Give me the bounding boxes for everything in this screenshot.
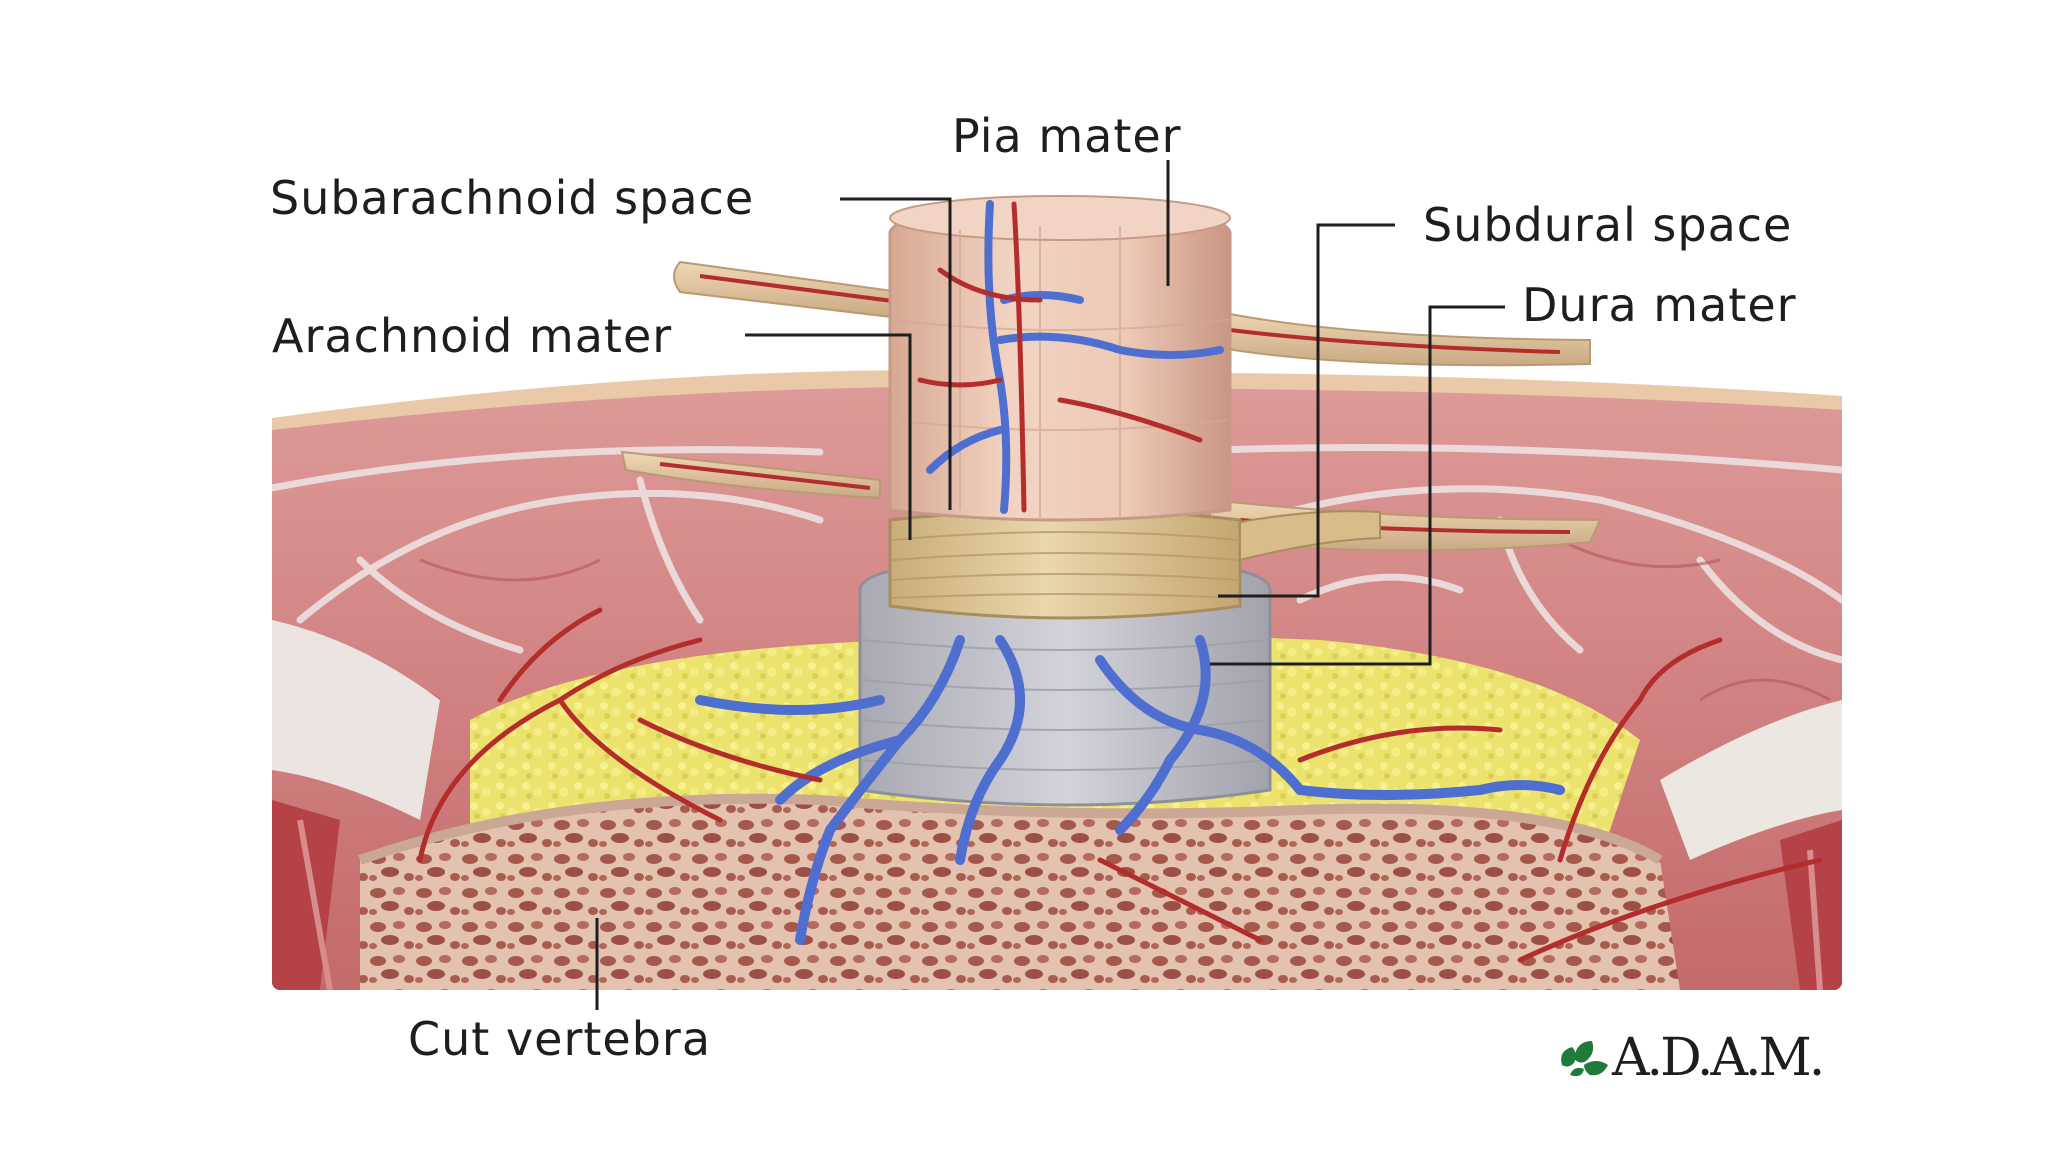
tendon-right (1660, 700, 1842, 990)
leader-arachnoid-mater (745, 333, 912, 540)
spinal-cord (888, 195, 1232, 522)
label-arachnoid-mater: Arachnoid mater (272, 309, 673, 363)
label-subdural-space: Subdural space (1423, 198, 1793, 252)
epidural-veins (695, 635, 1565, 945)
leader-lines (595, 160, 1505, 1010)
label-subarachnoid-space: Subarachnoid space (270, 171, 755, 225)
epidural-arteries (637, 717, 1503, 943)
dura-band (888, 508, 1381, 620)
leader-dura-mater (1210, 305, 1505, 666)
adam-logo: A.D.A.M. (1556, 1028, 1825, 1088)
label-cut-vertebra: Cut vertebra (408, 1012, 712, 1066)
label-dura-mater: Dura mater (1522, 278, 1797, 332)
tendon-left (272, 620, 440, 990)
adam-logo-text: A.D.A.M. (1612, 1028, 1825, 1088)
label-pia-mater: Pia mater (952, 109, 1182, 163)
adam-leaf-logo-icon (1561, 1041, 1608, 1077)
leader-subarachnoid-space (840, 197, 952, 510)
cut-vertebra-body (360, 798, 1680, 990)
leader-subdural-space (1218, 223, 1395, 598)
